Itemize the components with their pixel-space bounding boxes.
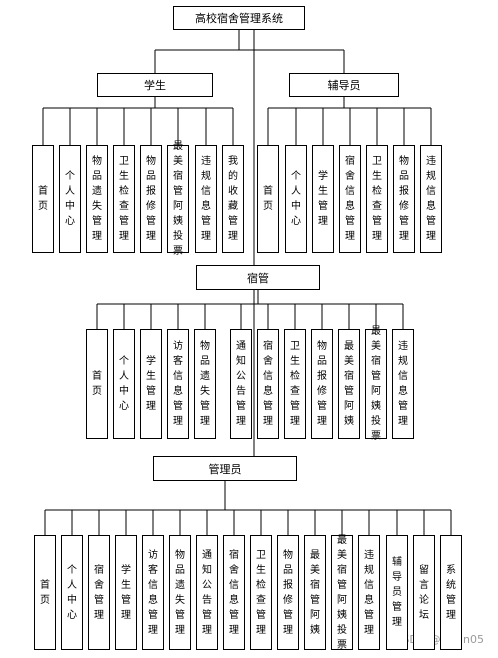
admin-item: 最美宿管阿姨投票 xyxy=(331,534,353,651)
item-label: 物品遗失管理 xyxy=(200,341,210,427)
item-label: 个人中心 xyxy=(67,564,77,621)
item-label: 物品报修管理 xyxy=(283,549,293,636)
item-label: 学生管理 xyxy=(121,564,131,621)
item-label: 留言论坛 xyxy=(419,564,429,621)
counselor-item: 个人中心 xyxy=(285,145,307,253)
item-label: 最美宿管阿姨 xyxy=(344,341,354,427)
item-label: 违规信息管理 xyxy=(398,341,408,427)
item-label: 首页 xyxy=(40,579,50,606)
dorm-manager-node: 宿管 xyxy=(196,265,320,290)
admin-item: 最美宿管阿姨 xyxy=(304,535,326,650)
item-label: 宿舍信息管理 xyxy=(263,341,273,427)
item-label: 物品报修管理 xyxy=(146,156,156,242)
student-item: 最美宿管阿姨投票 xyxy=(167,141,189,257)
counselor-item: 物品报修管理 xyxy=(393,145,415,253)
admin-item: 首页 xyxy=(34,535,56,650)
admin-item: 学生管理 xyxy=(115,535,137,650)
admin-item: 物品报修管理 xyxy=(277,535,299,650)
counselor-item: 违规信息管理 xyxy=(420,145,442,253)
counselor-item: 首页 xyxy=(257,145,279,253)
admin-item: 违规信息管理 xyxy=(358,535,380,650)
admin-item: 访客信息管理 xyxy=(142,535,164,650)
item-label: 个人中心 xyxy=(65,171,75,227)
item-label: 学生管理 xyxy=(318,171,328,227)
dorm-manager-item: 通知公告管理 xyxy=(230,329,252,439)
admin-item: 通知公告管理 xyxy=(196,535,218,650)
counselor-label: 辅导员 xyxy=(327,79,361,92)
item-label: 宿舍管理 xyxy=(94,564,104,621)
item-label: 首页 xyxy=(263,186,273,212)
dorm-manager-item: 最美宿管阿姨 xyxy=(338,329,360,439)
item-label: 辅导员管理 xyxy=(392,557,402,628)
root-label: 高校宿舍管理系统 xyxy=(195,12,283,25)
item-label: 最美宿管阿姨投票 xyxy=(173,141,183,257)
dorm-manager-item: 个人中心 xyxy=(113,329,135,439)
counselor-item: 学生管理 xyxy=(312,145,334,253)
dorm-manager-item: 最美宿管阿姨投票 xyxy=(365,326,387,442)
item-label: 访客信息管理 xyxy=(148,549,158,636)
dorm-manager-item: 物品遗失管理 xyxy=(194,329,216,439)
counselor-item: 宿舍信息管理 xyxy=(339,145,361,253)
item-label: 宿舍信息管理 xyxy=(229,549,239,636)
item-label: 物品遗失管理 xyxy=(175,549,185,636)
item-label: 最美宿管阿姨投票 xyxy=(371,326,381,442)
admin-node: 管理员 xyxy=(153,456,297,481)
item-label: 宿舍信息管理 xyxy=(345,156,355,242)
admin-item: 物品遗失管理 xyxy=(169,535,191,650)
student-item: 首页 xyxy=(32,145,54,253)
dorm-manager-item: 学生管理 xyxy=(140,329,162,439)
item-label: 卫生检查管理 xyxy=(290,341,300,427)
item-label: 卫生检查管理 xyxy=(119,156,129,242)
student-item: 卫生检查管理 xyxy=(113,145,135,253)
item-label: 卫生检查管理 xyxy=(256,549,266,636)
item-label: 首页 xyxy=(92,371,102,397)
admin-label: 管理员 xyxy=(208,462,242,476)
admin-item: 辅导员管理 xyxy=(386,535,408,650)
item-label: 系统管理 xyxy=(446,564,456,621)
student-item: 违规信息管理 xyxy=(195,145,217,253)
student-item: 物品报修管理 xyxy=(140,145,162,253)
dorm-manager-item: 违规信息管理 xyxy=(392,329,414,439)
item-label: 最美宿管阿姨投票 xyxy=(337,534,347,651)
student-node: 学生 xyxy=(97,73,213,97)
root-node: 高校宿舍管理系统 xyxy=(173,6,305,30)
item-label: 首页 xyxy=(38,186,48,212)
item-label: 物品遗失管理 xyxy=(92,156,102,242)
dorm-manager-item: 首页 xyxy=(86,329,108,439)
dorm-manager-item: 物品报修管理 xyxy=(311,329,333,439)
item-label: 违规信息管理 xyxy=(426,156,436,242)
dorm-manager-item: 访客信息管理 xyxy=(167,329,189,439)
item-label: 最美宿管阿姨 xyxy=(310,549,320,636)
student-item: 我的收藏管理 xyxy=(222,145,244,253)
dorm-manager-item: 宿舍信息管理 xyxy=(257,329,279,439)
admin-item: 个人中心 xyxy=(61,535,83,650)
item-label: 卫生检查管理 xyxy=(372,156,382,242)
item-label: 个人中心 xyxy=(119,356,129,412)
item-label: 访客信息管理 xyxy=(173,341,183,427)
item-label: 物品报修管理 xyxy=(399,156,409,242)
dorm-manager-item: 卫生检查管理 xyxy=(284,329,306,439)
item-label: 物品报修管理 xyxy=(317,341,327,427)
dorm-manager-label: 宿管 xyxy=(247,271,269,285)
item-label: 我的收藏管理 xyxy=(228,156,238,242)
counselor-item: 卫生检查管理 xyxy=(366,145,388,253)
item-label: 通知公告管理 xyxy=(202,549,212,636)
item-label: 通知公告管理 xyxy=(236,341,246,427)
admin-item: 留言论坛 xyxy=(413,535,435,650)
item-label: 学生管理 xyxy=(146,356,156,412)
admin-item: 卫生检查管理 xyxy=(250,535,272,650)
item-label: 个人中心 xyxy=(291,171,301,227)
student-item: 物品遗失管理 xyxy=(86,145,108,253)
student-item: 个人中心 xyxy=(59,145,81,253)
student-label: 学生 xyxy=(144,79,166,92)
counselor-node: 辅导员 xyxy=(289,73,399,97)
item-label: 违规信息管理 xyxy=(364,549,374,636)
admin-item: 宿舍管理 xyxy=(88,535,110,650)
admin-item: 宿舍信息管理 xyxy=(223,535,245,650)
item-label: 违规信息管理 xyxy=(201,156,211,242)
admin-item: 系统管理 xyxy=(440,535,462,650)
